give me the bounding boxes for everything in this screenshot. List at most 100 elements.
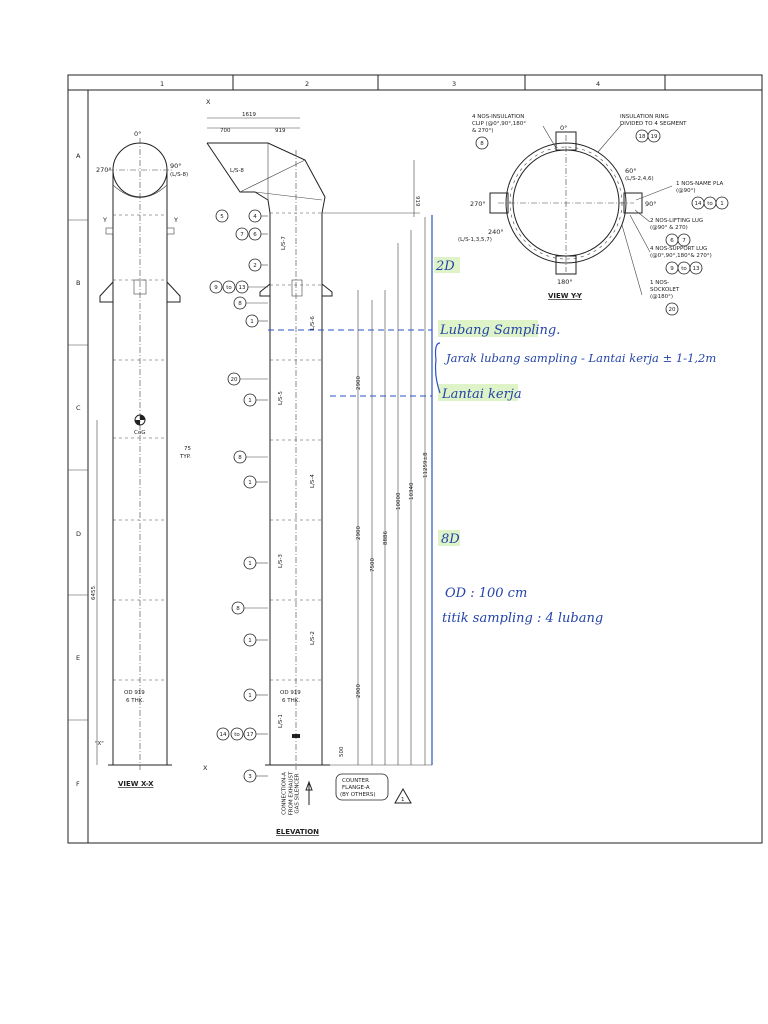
annotation-sampling-hole: Lubang Sampling. <box>439 323 560 338</box>
revision-mark: 1 <box>401 797 405 803</box>
annotation-8d: 8D <box>441 532 460 547</box>
row-label: B <box>76 279 80 287</box>
callout-bubble: to <box>234 732 240 738</box>
angle-label: 270° <box>470 200 486 208</box>
ref-bubble: 9 <box>670 266 674 272</box>
connection-note: CONNECTION-A FROM EXHAUST GAS SILENCER <box>281 771 301 816</box>
callout-bubble: 13 <box>239 285 246 291</box>
column-label: 1 <box>160 80 164 88</box>
callout-bubble: 2 <box>253 263 257 269</box>
column-label: 3 <box>452 80 456 88</box>
seam-label: L/S-4 <box>310 474 316 488</box>
ref-bubble: 14 <box>695 201 702 207</box>
dim-vertical: 2900 <box>356 684 362 698</box>
row-label: D <box>76 530 81 538</box>
ref-bubble: to <box>681 266 687 272</box>
callout-bubble-circle <box>216 727 230 741</box>
column-label: 4 <box>596 80 600 88</box>
cog-label: CoG <box>134 430 145 436</box>
flow-arrow-icon <box>305 780 313 805</box>
angle-label: 240° <box>488 228 504 236</box>
dim-vertical: 8886 <box>383 531 389 545</box>
annotation-sampling-points: titik sampling : 4 lubang <box>442 611 603 626</box>
counter-flange-note: COUNTER <box>342 778 369 784</box>
dim-bottom: 500 <box>339 746 345 757</box>
seam-label: L/S-3 <box>278 554 284 568</box>
seam-note: (L/S-1,3,5,7) <box>458 237 492 243</box>
thk-label: 6 THK. <box>282 698 300 704</box>
elevation-view: 1619 700 919 919 2900 2900 2900 7500 888… <box>203 98 433 836</box>
dim-vertical: 2900 <box>356 526 362 540</box>
dim-vertical: 7500 <box>370 558 376 572</box>
note-line: (@0°,90°,180°& 270°) <box>650 253 712 259</box>
row-label: C <box>76 404 81 412</box>
callout-bubble-circle <box>215 209 229 223</box>
counter-flange-note: (BY OTHERS) <box>340 792 375 798</box>
revision-triangle-icon <box>394 787 412 804</box>
note-line: 1 NOS-NAME PLA <box>676 181 724 187</box>
annotation-2d: 2D <box>435 259 455 274</box>
note-line: CLIP (@0°,90°,180° <box>472 121 526 127</box>
seam-label: L/S-8 <box>230 168 244 174</box>
od-label: OD 919 <box>124 690 145 696</box>
callout-bubble: 8 <box>238 301 242 307</box>
section-mark: X <box>206 98 211 106</box>
callout-bubble: 4 <box>253 214 257 220</box>
ref-bubble-circle <box>689 261 703 275</box>
note-line: 2 NOS-LIFTING LUG <box>650 218 703 224</box>
callout-bubble: 14 <box>220 732 227 738</box>
dim-left: 700 <box>220 128 231 134</box>
drawing-frame: 1 2 3 4 A B C D E F <box>67 74 763 844</box>
view-title: VIEW Y-Y <box>548 292 583 300</box>
view-y-y: 0° 90° 180° 270° 60° (L/S-2,4,6) 240° (L… <box>458 114 729 316</box>
row-label: A <box>76 152 81 160</box>
view-title: ELEVATION <box>276 828 319 836</box>
note-line: 4 NOS-SUPPORT LUG <box>650 246 707 252</box>
angle-label: 90° <box>170 162 182 170</box>
detail-mark: "X" <box>95 741 104 747</box>
dim-vertical: 2900 <box>356 376 362 390</box>
dim-total-width: 1619 <box>242 112 256 118</box>
dim-vertical: 11259±8 <box>423 452 429 478</box>
callout-bubble: 1 <box>248 693 252 699</box>
callout-bubble: 1 <box>248 398 252 404</box>
ref-bubble: 18 <box>639 134 646 140</box>
dim-top: 919 <box>414 196 420 207</box>
callout-bubble-circle <box>235 227 249 241</box>
note-line: (@90° & 270) <box>650 225 688 231</box>
column-label: 2 <box>305 80 309 88</box>
note-line: SOCKOLET <box>650 287 680 293</box>
seam-label: L/S-2 <box>310 631 316 645</box>
seam-label: L/S-7 <box>281 236 287 250</box>
callout-bubble: 8 <box>238 455 242 461</box>
seam-label: L/S-6 <box>310 316 316 330</box>
dim-vertical: 10340 <box>409 482 415 500</box>
ref-bubble-circle <box>647 129 661 143</box>
view-title: VIEW X-X <box>118 780 154 788</box>
callout-bubble: 20 <box>231 377 238 383</box>
callout-bubble: 7 <box>240 232 244 238</box>
angle-label: 0° <box>560 124 567 132</box>
seam-label: L/S-1 <box>278 714 284 728</box>
callout-bubble-circle <box>209 280 223 294</box>
ref-bubble: 13 <box>693 266 700 272</box>
ref-bubble: 20 <box>669 307 676 313</box>
angle-label: 90° <box>645 200 657 208</box>
ref-bubble: 8 <box>480 141 484 147</box>
dim-vertical: 10000 <box>396 492 402 510</box>
note-line: DIVIDED TO 4 SEGMENT <box>620 121 687 127</box>
thk-label: 6 THK. <box>126 698 144 704</box>
callout-bubble: 9 <box>214 285 218 291</box>
callout-bubble: 5 <box>220 214 224 220</box>
angle-label: 270° <box>96 166 112 174</box>
callout-bubble: 1 <box>248 561 252 567</box>
note-line: (@90°) <box>676 188 696 194</box>
callout-bubble: 6 <box>253 232 257 238</box>
handwritten-annotations: 2D Lubang Sampling. Jarak lubang samplin… <box>434 257 716 626</box>
typ-label: TYP. <box>179 454 191 460</box>
angle-label: 60° <box>625 167 637 175</box>
callout-bubble: 3 <box>248 774 252 780</box>
note-line: & 270°) <box>472 128 493 134</box>
